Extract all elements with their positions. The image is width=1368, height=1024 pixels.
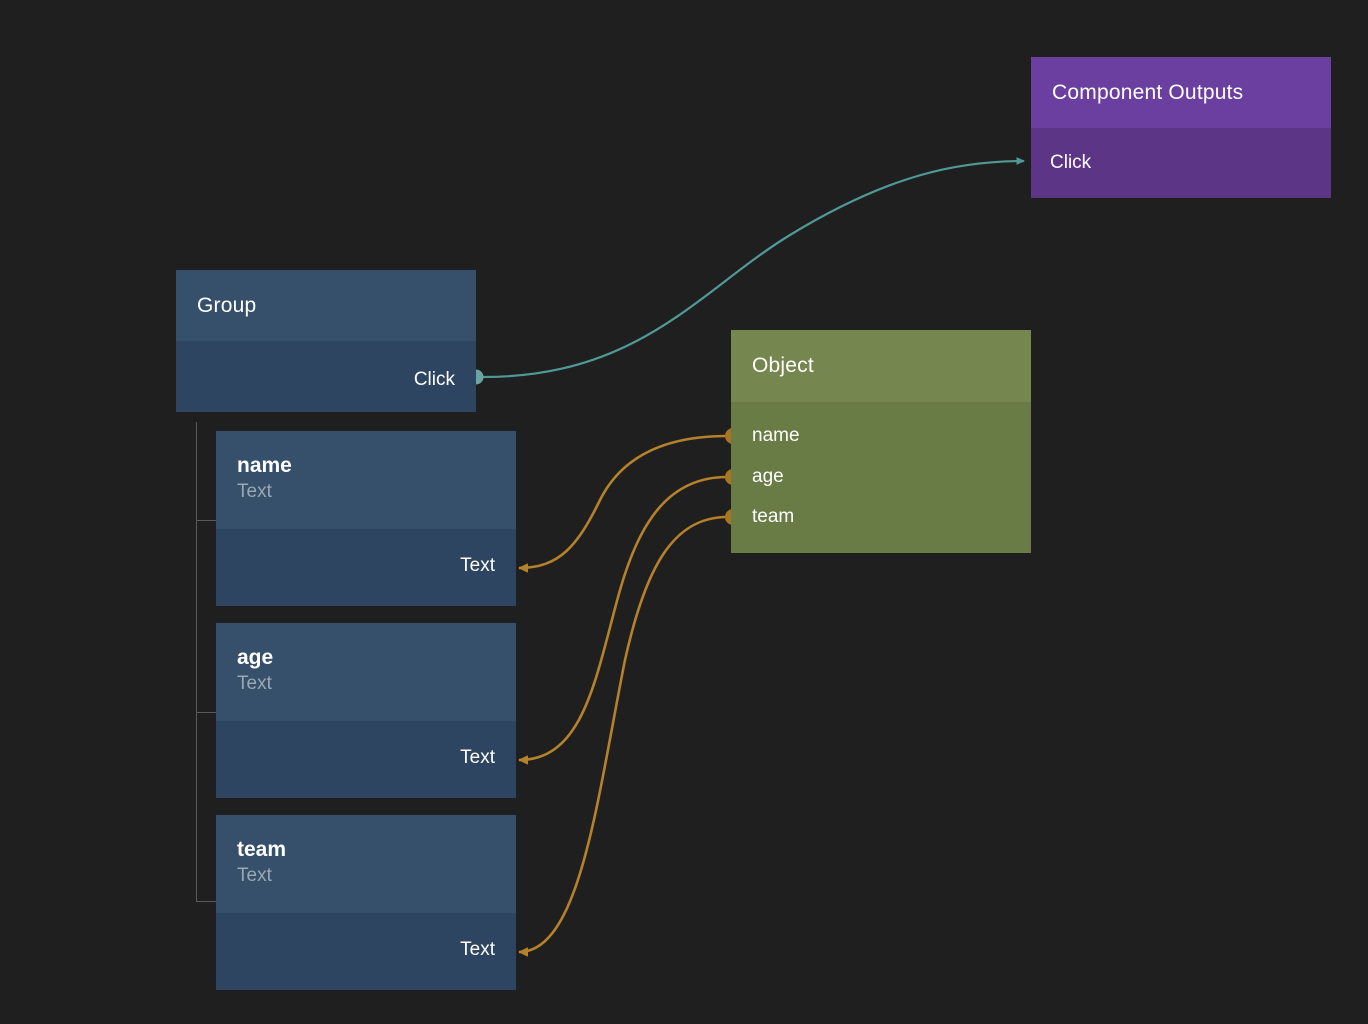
edge-object-name-to-field-name: [518, 434, 728, 573]
node-component-outputs-input-click-label: Click: [1050, 152, 1092, 173]
node-field-name-title: name: [237, 454, 292, 477]
node-group-output-click-label: Click: [413, 369, 455, 390]
edge-object-team-to-field-team: [518, 515, 728, 957]
tree-stub-age: [196, 712, 216, 713]
node-field-name-input-text-label: Text: [460, 555, 495, 576]
node-field-team-header[interactable]: team Text: [216, 815, 516, 913]
node-object-output-age-label[interactable]: age: [752, 466, 784, 487]
node-group-header[interactable]: Group: [176, 270, 476, 341]
node-component-outputs-title: Component Outputs: [1052, 80, 1244, 104]
node-object[interactable]: Object name age team: [731, 330, 1031, 553]
tree-stub-name: [196, 520, 216, 521]
node-object-header[interactable]: Object: [731, 330, 1031, 402]
node-component-outputs-header[interactable]: Component Outputs: [1031, 57, 1331, 128]
node-group-title: Group: [197, 293, 257, 317]
node-group-body: Click: [176, 341, 476, 412]
edge-object-age-to-field-age: [518, 475, 728, 765]
node-object-output-team-label[interactable]: team: [752, 506, 795, 527]
node-field-name-header[interactable]: name Text: [216, 431, 516, 529]
node-field-age-body: Text: [216, 721, 516, 798]
node-field-team-title: team: [237, 838, 287, 861]
node-field-name-input-text[interactable]: Text: [460, 555, 495, 577]
node-field-age-header[interactable]: age Text: [216, 623, 516, 721]
node-group[interactable]: Group Click: [176, 270, 476, 412]
node-component-outputs-body: Click: [1031, 128, 1331, 198]
node-field-name[interactable]: name Text Text: [216, 431, 516, 606]
node-field-name-type: Text: [237, 481, 272, 502]
group-children-tree-line: [196, 422, 197, 902]
node-component-outputs[interactable]: Component Outputs Click: [1031, 57, 1331, 198]
node-field-team-input-text-label: Text: [460, 939, 495, 960]
node-field-age[interactable]: age Text Text: [216, 623, 516, 798]
node-field-age-type: Text: [237, 673, 272, 694]
node-field-team-body: Text: [216, 913, 516, 990]
node-field-age-title: age: [237, 646, 274, 669]
tree-stub-team: [196, 901, 216, 902]
node-object-output-name-label[interactable]: name: [752, 425, 800, 446]
node-field-team-type: Text: [237, 865, 272, 886]
node-group-output-click[interactable]: Click: [414, 369, 455, 391]
node-component-outputs-input-click[interactable]: Click: [1050, 152, 1091, 174]
node-field-team[interactable]: team Text Text: [216, 815, 516, 990]
node-field-age-input-text-label: Text: [460, 747, 495, 768]
node-object-title: Object: [752, 354, 814, 377]
node-field-age-input-text[interactable]: Text: [460, 747, 495, 769]
node-field-team-input-text[interactable]: Text: [460, 939, 495, 961]
node-object-body: name age team: [731, 402, 1031, 553]
node-field-name-body: Text: [216, 529, 516, 606]
